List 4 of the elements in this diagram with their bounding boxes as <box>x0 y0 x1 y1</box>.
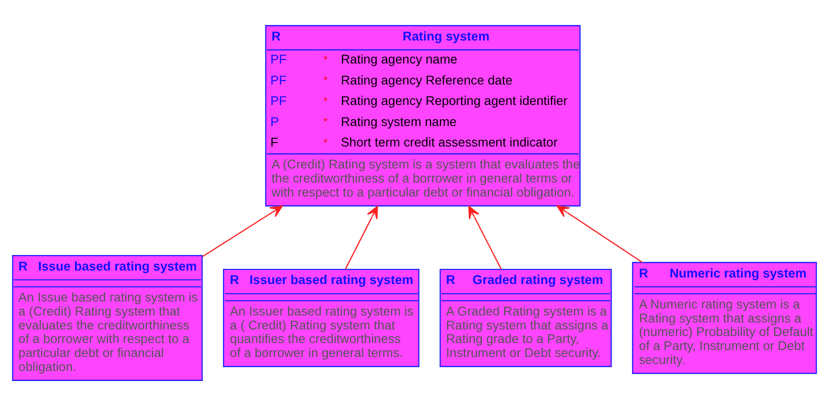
arrow <box>345 205 378 269</box>
arrow <box>468 205 502 269</box>
arrow <box>202 204 283 257</box>
arrow <box>556 204 643 262</box>
